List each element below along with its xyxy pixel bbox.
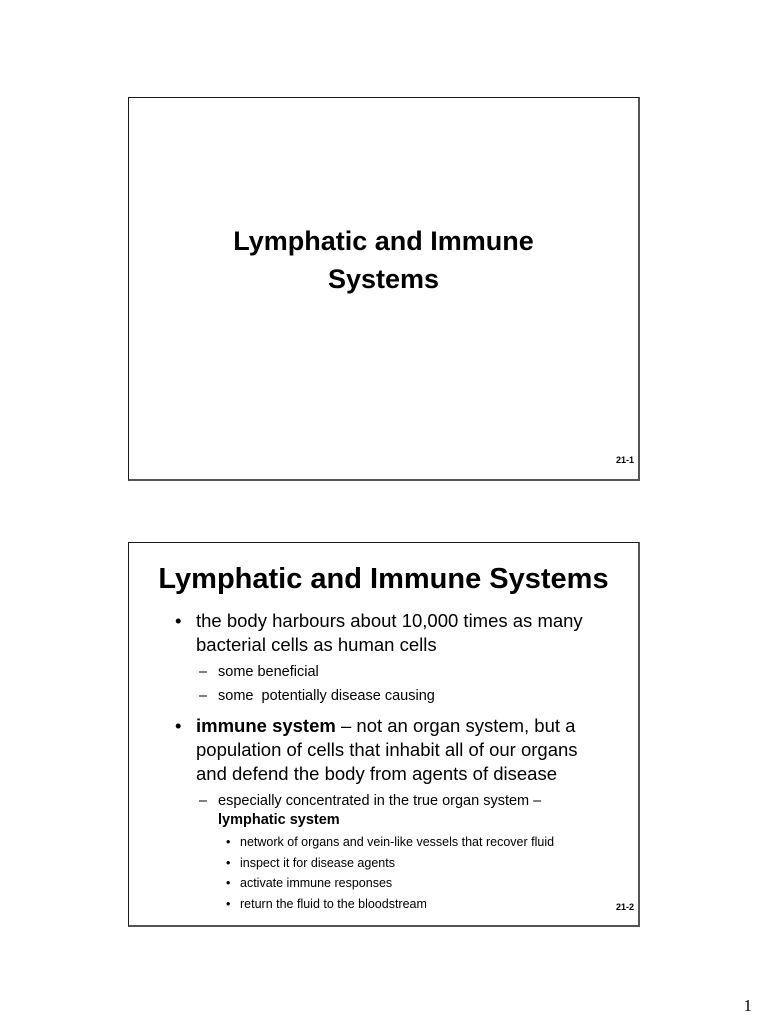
slide-21-1: Lymphatic and Immune Systems 21-1 (128, 97, 640, 481)
bold-term: immune system (196, 715, 336, 736)
slide-number: 21-2 (615, 902, 634, 912)
slide-21-2: Lymphatic and Immune Systems • the body … (128, 542, 640, 927)
sub-sub-item: • activate immune responses (129, 875, 638, 891)
sub-item-text: especially concentrated in the true orga… (218, 793, 542, 809)
sub-item: – especially concentrated in the true or… (129, 792, 638, 830)
dash-icon: – (199, 664, 208, 680)
bullet-item: • the body harbours about 10,000 times a… (129, 609, 638, 657)
bullet-text-rest: – not an organ system, but a (335, 715, 576, 736)
bullet-text-line: population of cells that inhabit all of … (196, 739, 578, 760)
bullet-text-line: bacterial cells as human cells (196, 634, 437, 655)
sub-item-text: some beneficial (218, 664, 319, 680)
slide-number: 21-1 (615, 455, 634, 465)
sub-sub-item-text: activate immune responses (240, 876, 393, 890)
bullet-text-line: immune system – not an organ system, but… (196, 714, 618, 738)
sub-sub-item: • return the fluid to the bloodstream (129, 896, 638, 912)
sub-sub-item-text: network of organs and vein-like vessels … (240, 835, 555, 849)
sub-sub-item: • network of organs and vein-like vessel… (129, 834, 638, 850)
bullet-item: • immune system – not an organ system, b… (129, 714, 638, 786)
sub-item: – some potentially disease causing (129, 687, 638, 706)
bullet-icon: • (226, 835, 231, 849)
bullet-icon: • (175, 715, 182, 736)
bullet-text-line: the body harbours about 10,000 times as … (196, 610, 583, 631)
slide-title-line-2: Systems (327, 264, 440, 294)
bullet-icon: • (175, 610, 182, 631)
sub-sub-item-text: inspect it for disease agents (240, 855, 395, 870)
slide-content: • the body harbours about 10,000 times a… (129, 609, 638, 916)
dash-icon: – (199, 688, 208, 704)
sub-sub-item: • inspect it for disease agents (129, 855, 638, 871)
bold-term: lymphatic system (218, 812, 340, 828)
sub-sub-item-text: return the fluid to the bloodstream (240, 896, 427, 911)
bullet-icon: • (226, 896, 231, 911)
dash-icon: – (199, 793, 208, 809)
slide-title: Lymphatic and Immune Systems (129, 222, 638, 298)
slide-title: Lymphatic and Immune Systems (158, 563, 609, 595)
slide-title-line-1: Lymphatic and Immune (233, 226, 534, 256)
sub-item: – some beneficial (129, 663, 638, 682)
bullet-icon: • (226, 876, 231, 890)
bullet-text-line: and defend the body from agents of disea… (196, 763, 558, 784)
sub-item-text: some potentially disease causing (218, 688, 435, 704)
page-number: 1 (743, 996, 753, 1015)
bullet-icon: • (226, 855, 231, 870)
